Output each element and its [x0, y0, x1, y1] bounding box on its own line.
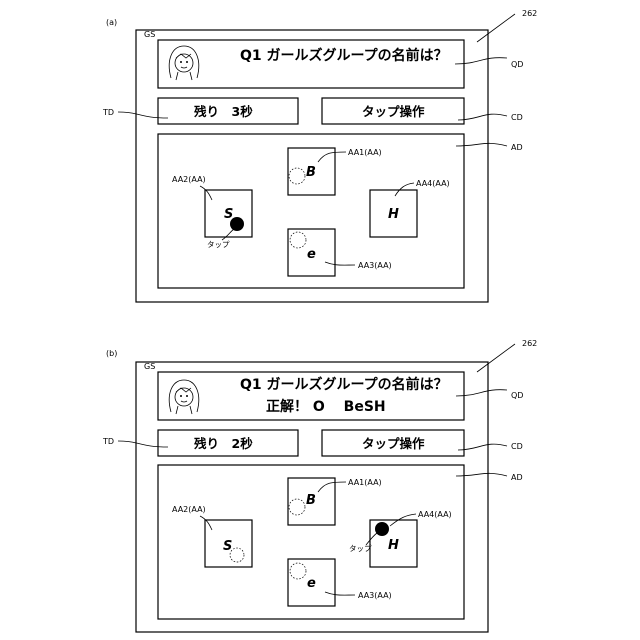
tap-marker-filled	[375, 522, 389, 536]
leader-cd-a	[458, 114, 507, 120]
key-label-aa4-b: AA4(AA)	[418, 510, 452, 519]
key-label-aa3-a: AA3(AA)	[358, 261, 392, 270]
ref-leader-a	[477, 14, 515, 42]
fig-label-b: (b)	[106, 349, 117, 358]
answer-result-text: 正解！ O BeSH	[266, 398, 386, 415]
leader-td-a	[118, 112, 168, 118]
key-letter-e-b: e	[307, 576, 316, 591]
screen-label-b: GS	[144, 362, 155, 371]
key-letter-b-b: B	[306, 493, 316, 508]
ref-leader-b	[477, 344, 515, 372]
key-letter-b-a: B	[306, 165, 316, 180]
ref-number-b: 262	[522, 339, 537, 348]
answer-area-b	[158, 465, 464, 619]
panel-a: (a) 262 GS Q1 ガールズグループの名前は？ QD 残り 3秒 TD …	[102, 9, 537, 302]
leader-aa1-b	[318, 482, 346, 492]
question-text-b: Q1 ガールズグループの名前は？	[240, 376, 448, 393]
callout-ad-a: AD	[511, 143, 523, 152]
leader-qd-a	[455, 58, 507, 64]
key-letter-h-b: H	[388, 538, 399, 553]
leader-aa3-a	[325, 262, 355, 265]
key-label-aa3-b: AA3(AA)	[358, 591, 392, 600]
key-letter-e-a: e	[307, 247, 316, 262]
callout-ad-b: AD	[511, 473, 523, 482]
control-text-b: タップ操作	[362, 436, 425, 451]
key-letter-s-b: S	[223, 539, 232, 554]
answer-area-a	[158, 134, 464, 288]
tap-marker-filled	[230, 217, 244, 231]
leader-tap-b	[366, 533, 377, 545]
key-label-aa1-b: AA1(AA)	[348, 478, 382, 487]
touch-marker-dashed	[290, 232, 306, 248]
callout-cd-a: CD	[511, 113, 523, 122]
leader-aa2-b	[200, 516, 212, 530]
key-label-aa4-a: AA4(AA)	[416, 179, 450, 188]
leader-aa3-b	[325, 592, 355, 595]
fig-label-a: (a)	[106, 18, 117, 27]
leader-tap-a	[222, 229, 234, 240]
timer-text-b: 残り 2秒	[194, 436, 253, 451]
control-text-a: タップ操作	[362, 104, 425, 119]
panel-b: (b) 262 GS Q1 ガールズグループの名前は？ 正解！ O BeSH Q…	[102, 339, 537, 632]
key-label-aa2-b: AA2(AA)	[172, 505, 206, 514]
timer-text-a: 残り 3秒	[194, 104, 253, 119]
touch-marker-dashed	[289, 499, 305, 515]
callout-qd-b: QD	[511, 391, 523, 400]
callout-qd-a: QD	[511, 60, 523, 69]
tap-label-b: タップ	[349, 544, 372, 553]
tap-label-a: タップ	[207, 240, 230, 249]
key-label-aa2-a: AA2(AA)	[172, 175, 206, 184]
callout-cd-b: CD	[511, 442, 523, 451]
leader-td-b	[118, 441, 168, 447]
ref-number-a: 262	[522, 9, 537, 18]
leader-aa1-a	[318, 152, 346, 162]
callout-td-b: TD	[102, 437, 114, 446]
touch-marker-dashed	[289, 168, 305, 184]
avatar-icon	[169, 380, 199, 414]
leader-cd-b	[458, 444, 507, 450]
leader-aa2-a	[200, 186, 212, 200]
key-letter-h-a: H	[388, 207, 399, 222]
avatar-icon	[169, 46, 199, 80]
question-text-a: Q1 ガールズグループの名前は？	[240, 47, 448, 64]
touch-marker-dashed	[290, 563, 306, 579]
key-label-aa1-a: AA1(AA)	[348, 148, 382, 157]
screen-label-a: GS	[144, 30, 155, 39]
callout-td-a: TD	[102, 108, 114, 117]
